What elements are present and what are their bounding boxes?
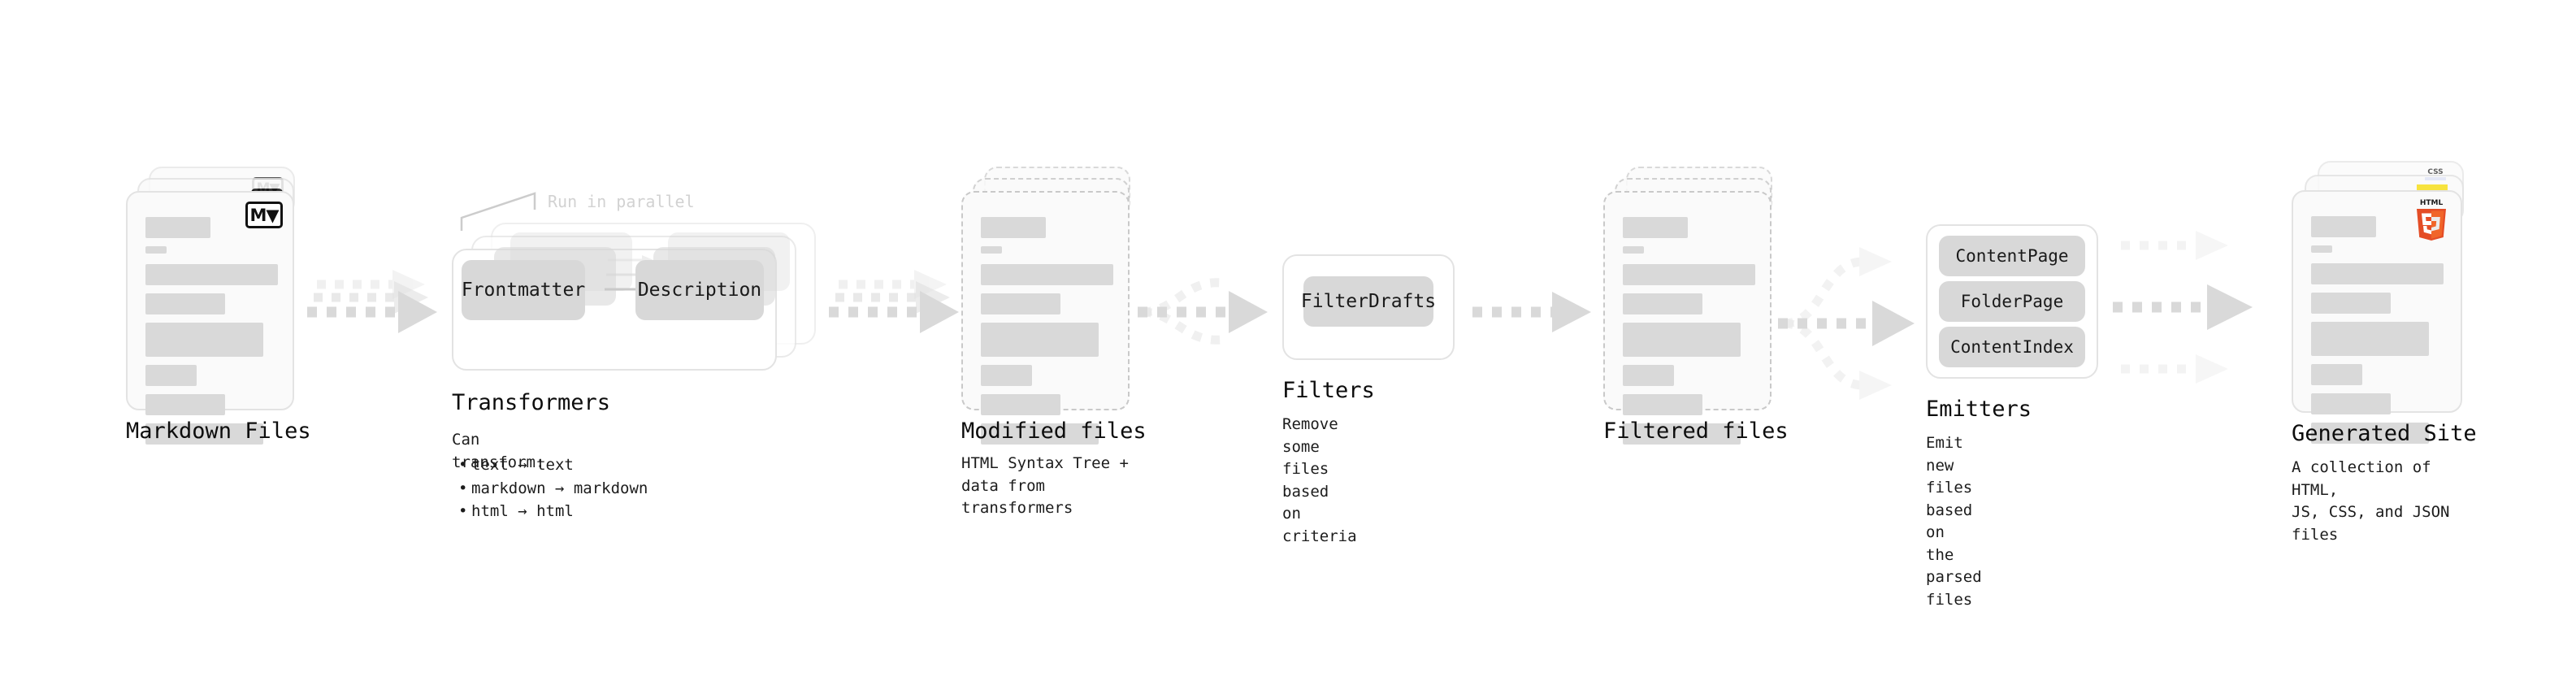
skeleton-bar bbox=[2311, 364, 2362, 385]
connector-modified-to-filters bbox=[1138, 275, 1272, 364]
skeleton-bar bbox=[2311, 322, 2429, 356]
skeleton-bar bbox=[2311, 216, 2376, 237]
skeleton-bar bbox=[145, 365, 197, 386]
node-modified-files: Modified files HTML Syntax Tree + data f… bbox=[961, 167, 1147, 517]
skeleton-bar bbox=[1623, 423, 1741, 445]
connector-transformers-to-modified bbox=[829, 270, 963, 356]
skeleton-bar bbox=[981, 323, 1099, 357]
skeleton-bar bbox=[2311, 423, 2429, 444]
bullet-item: •markdown → markdown bbox=[458, 477, 648, 501]
connector-filtered-to-emitters bbox=[1778, 244, 1924, 406]
skeleton-bar bbox=[1623, 323, 1741, 357]
parallel-annotation: Run in parallel bbox=[548, 192, 695, 211]
bullet-label: text → text bbox=[471, 456, 574, 474]
bullet-item: •html → html bbox=[458, 500, 648, 523]
pill-content-page-label: ContentPage bbox=[1955, 246, 2069, 266]
bullet-label: markdown → markdown bbox=[471, 479, 648, 497]
svg-text:HTML: HTML bbox=[2420, 199, 2444, 207]
node-caption-emitters: Emit new files based on the parsed files bbox=[1926, 434, 1982, 609]
skeleton-bar bbox=[1623, 246, 1644, 254]
filtered-file-stack bbox=[1603, 167, 1778, 445]
bullet-item: •text → text bbox=[458, 453, 648, 477]
doc-card-front bbox=[1603, 191, 1772, 445]
skeleton-bar bbox=[145, 423, 263, 445]
skeleton-bar bbox=[145, 323, 263, 357]
skeleton-bar bbox=[981, 246, 1002, 254]
generated-file-stack: CSS HTML bbox=[2292, 161, 2466, 444]
doc-card-front: HTML bbox=[2292, 190, 2462, 444]
node-title-emitters: Emitters bbox=[1926, 397, 2032, 422]
node-title-transformers: Transformers bbox=[452, 390, 611, 415]
pill-description-label: Description bbox=[637, 280, 762, 301]
modified-file-stack bbox=[961, 167, 1136, 445]
pill-folder-page-label: FolderPage bbox=[1960, 292, 2064, 311]
skeleton-bar bbox=[981, 394, 1060, 415]
node-caption-generated-site: A collection of HTML, JS, CSS, and JSON … bbox=[2292, 458, 2450, 544]
skeleton-bar bbox=[145, 217, 210, 238]
pill-content-page[interactable]: ContentPage bbox=[1939, 236, 2085, 276]
pill-filter-drafts[interactable]: FilterDrafts bbox=[1300, 276, 1437, 327]
doc-card-front bbox=[961, 191, 1130, 445]
skeleton-bar bbox=[145, 246, 167, 254]
node-markdown-files: M▼ M▼ M▼ Markdown Files bbox=[126, 167, 311, 445]
skeleton-bar bbox=[2311, 263, 2444, 284]
pill-content-index[interactable]: ContentIndex bbox=[1939, 327, 2085, 367]
skeleton-bar bbox=[1623, 394, 1702, 415]
bullet-dot: • bbox=[458, 502, 468, 520]
markdown-icon: M▼ bbox=[245, 202, 283, 228]
connector-markdown-to-transformers bbox=[307, 270, 441, 356]
pill-content-index-label: ContentIndex bbox=[1950, 337, 2074, 357]
html5-icon: HTML bbox=[2412, 197, 2451, 241]
skeleton-bar bbox=[1623, 217, 1688, 238]
connector-filters-to-filtered bbox=[1472, 292, 1594, 343]
skeleton-bar bbox=[1623, 293, 1702, 314]
node-caption-transformers: Can transform: bbox=[452, 431, 545, 471]
node-caption-modified-files: HTML Syntax Tree + data from transformer… bbox=[961, 454, 1129, 518]
connector-emitters-to-site bbox=[2113, 231, 2267, 393]
markdown-file-stack: M▼ M▼ M▼ bbox=[126, 167, 301, 445]
skeleton-bar bbox=[2311, 393, 2391, 414]
pill-frontmatter[interactable]: Frontmatter bbox=[462, 260, 585, 320]
node-generated-site: CSS HTML Gener bbox=[2292, 161, 2477, 544]
skeleton-bar bbox=[981, 423, 1099, 445]
bullet-dot: • bbox=[458, 456, 468, 474]
pill-folder-page[interactable]: FolderPage bbox=[1939, 281, 2085, 322]
doc-card-front: M▼ bbox=[126, 191, 294, 445]
node-title-filters: Filters bbox=[1282, 378, 1375, 403]
node-title-modified-files: Modified files bbox=[961, 419, 1147, 444]
bullet-label: html → html bbox=[471, 502, 574, 520]
skeleton-bar bbox=[1623, 365, 1674, 386]
skeleton-bar bbox=[145, 394, 225, 415]
skeleton-bar bbox=[981, 365, 1032, 386]
skeleton-bar bbox=[981, 264, 1113, 285]
parallel-bracket bbox=[460, 189, 557, 236]
node-filtered-files: Filtered files bbox=[1603, 167, 1789, 445]
node-title-generated-site: Generated Site bbox=[2292, 421, 2477, 446]
bullet-dot: • bbox=[458, 479, 468, 497]
skeleton-bar bbox=[145, 293, 225, 314]
pill-filter-drafts-label: FilterDrafts bbox=[1300, 291, 1437, 312]
skeleton-bar bbox=[981, 217, 1046, 238]
pill-description[interactable]: Description bbox=[635, 260, 764, 320]
skeleton-bar bbox=[2311, 293, 2391, 314]
node-caption-filters: Remove some files based on criteria bbox=[1282, 415, 1357, 545]
skeleton-bar bbox=[2311, 245, 2332, 253]
transform-bullets: •text → text •markdown → markdown •html … bbox=[458, 453, 648, 523]
skeleton-bar bbox=[1623, 264, 1755, 285]
pill-frontmatter-label: Frontmatter bbox=[461, 280, 586, 301]
node-title-markdown-files: Markdown Files bbox=[126, 419, 311, 444]
skeleton-bar bbox=[145, 264, 278, 285]
skeleton-bar bbox=[981, 293, 1060, 314]
node-title-filtered-files: Filtered files bbox=[1603, 419, 1789, 444]
css-icon-label: CSS bbox=[2427, 168, 2444, 176]
